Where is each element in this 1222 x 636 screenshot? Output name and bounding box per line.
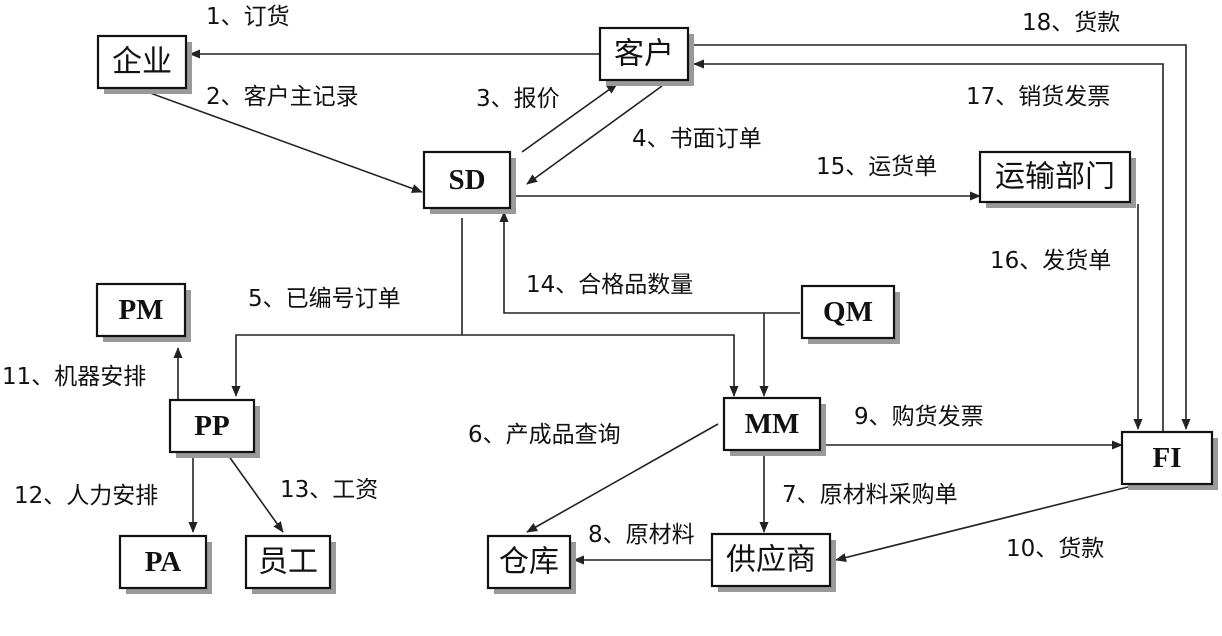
node-warehouse: 仓库 xyxy=(486,534,576,594)
node-pp-label: PP xyxy=(194,410,229,442)
label-customer-master-record: 2、客户主记录 xyxy=(206,84,359,110)
label-shipping-note: 15、运货单 xyxy=(816,154,937,180)
node-qm: QM xyxy=(800,284,900,344)
label-written-order: 4、书面订单 xyxy=(632,126,762,152)
node-enterprise: 企业 xyxy=(96,34,192,94)
edges xyxy=(119,44,1191,565)
node-mm: MM xyxy=(722,396,826,456)
node-supplier: 供应商 xyxy=(710,532,836,592)
node-pp: PP xyxy=(168,398,260,458)
node-customer: 客户 xyxy=(598,26,694,86)
label-raw-material-po: 7、原材料采购单 xyxy=(782,482,958,508)
node-enterprise-label: 企业 xyxy=(112,45,172,80)
node-qm-label: QM xyxy=(823,296,873,328)
label-raw-materials: 8、原材料 xyxy=(588,522,695,548)
label-sales-invoice: 17、销货发票 xyxy=(966,84,1110,110)
edge-numbered-order-to-pp xyxy=(231,334,462,397)
node-fi-label: FI xyxy=(1153,442,1182,474)
label-wages: 13、工资 xyxy=(280,477,378,503)
label-quotation: 3、报价 xyxy=(476,86,560,112)
node-transport-dept: 运输部门 xyxy=(978,150,1136,208)
node-fi: FI xyxy=(1120,430,1218,490)
edge-quotation xyxy=(521,83,618,153)
edge-labels: 1、订货 2、客户主记录 3、报价 4、书面订单 5、已编号订单 6、产成品查询… xyxy=(2,4,1120,562)
node-mm-label: MM xyxy=(745,408,800,440)
node-pa: PA xyxy=(118,534,212,594)
nodes: 企业 客户 SD 运输部门 PM QM xyxy=(95,26,1218,594)
edge-payment-to-fi xyxy=(686,44,1191,430)
edge-wages xyxy=(227,454,284,533)
edge-numbered-order-to-mm xyxy=(462,334,739,397)
node-pa-label: PA xyxy=(145,546,182,578)
node-pm: PM xyxy=(95,282,191,342)
node-warehouse-label: 仓库 xyxy=(499,545,559,580)
node-customer-label: 客户 xyxy=(614,37,674,72)
label-delivery-note: 16、发货单 xyxy=(990,248,1111,274)
label-payment-to-supplier: 10、货款 xyxy=(1006,536,1104,562)
label-numbered-order: 5、已编号订单 xyxy=(248,286,401,312)
edge-payment-to-supplier xyxy=(835,486,1129,563)
node-sd: SD xyxy=(422,150,516,214)
node-sd-label: SD xyxy=(448,164,485,196)
node-pm-label: PM xyxy=(118,294,163,326)
label-manpower-scheduling: 12、人力安排 xyxy=(14,483,158,509)
label-order: 1、订货 xyxy=(206,4,290,30)
edge-written-order xyxy=(526,85,663,185)
label-purchase-invoice: 9、购货发票 xyxy=(854,404,984,430)
label-qualified-quantity: 14、合格品数量 xyxy=(526,272,693,298)
edge-qualified-quantity xyxy=(499,211,800,314)
edge-sales-invoice xyxy=(693,59,1164,432)
label-payment-to-fi: 18、货款 xyxy=(1022,10,1120,36)
label-finished-goods-query: 6、产成品查询 xyxy=(468,422,621,448)
edge-customer-master-record xyxy=(119,81,423,193)
node-supplier-label: 供应商 xyxy=(726,543,816,578)
node-staff: 员工 xyxy=(244,534,336,594)
edge-finished-goods-query xyxy=(526,423,719,533)
node-transport-dept-label: 运输部门 xyxy=(995,160,1115,195)
node-staff-label: 员工 xyxy=(258,545,318,580)
label-machine-scheduling: 11、机器安排 xyxy=(2,364,146,390)
